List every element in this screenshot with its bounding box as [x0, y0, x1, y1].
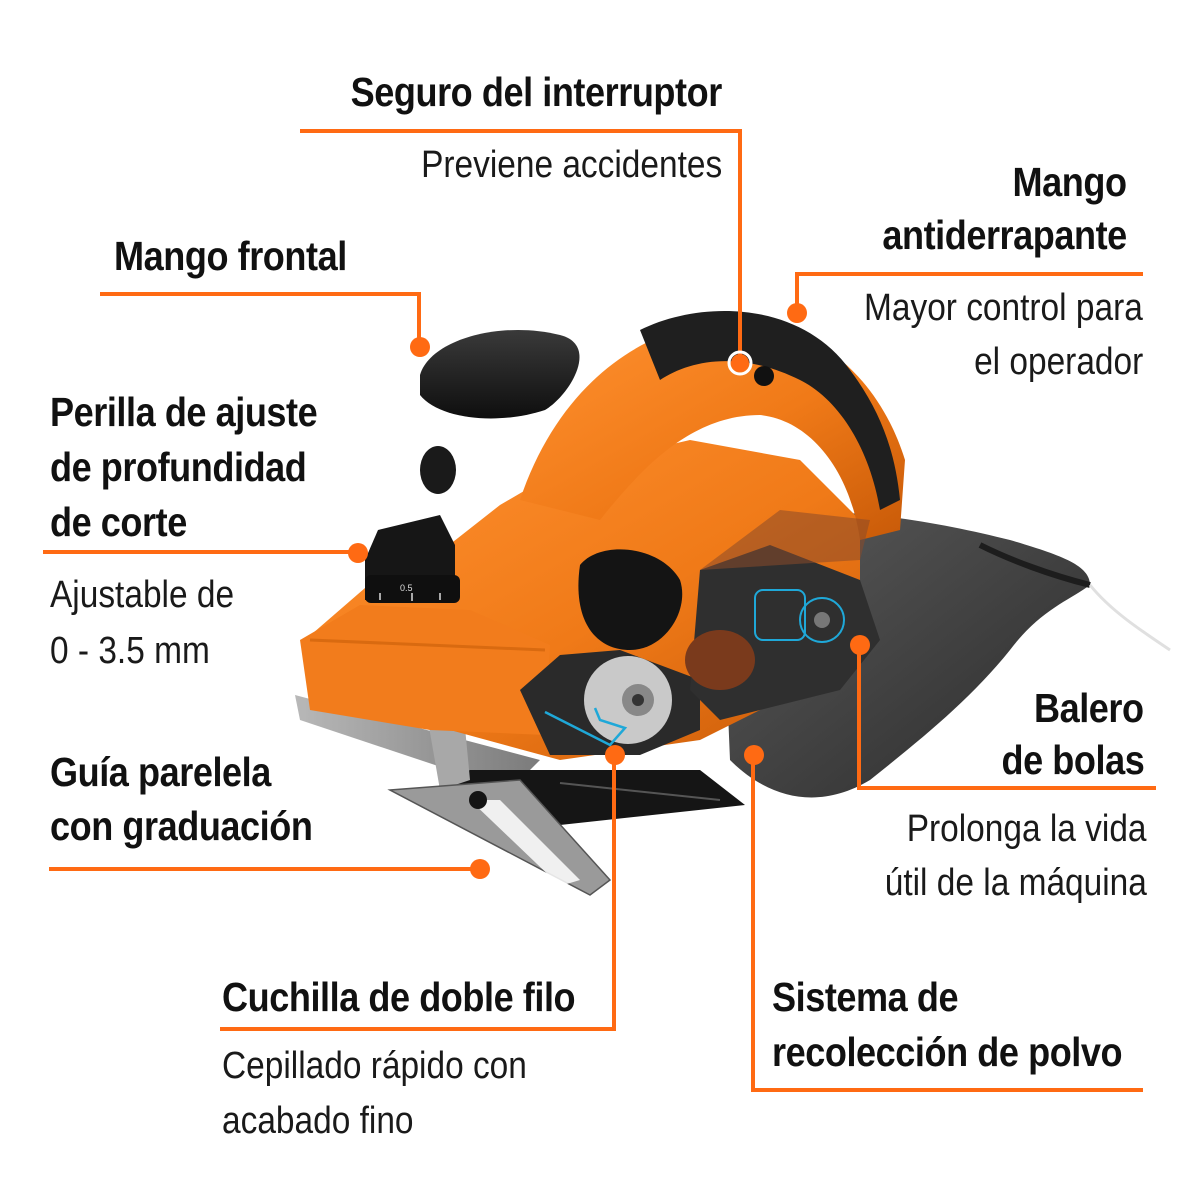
- callout-title-balero-line1: Balero: [1034, 685, 1144, 731]
- callout-title-mango-frontal: Mango frontal: [114, 233, 347, 279]
- leader-balero: [857, 645, 1156, 790]
- dot-guia: [470, 859, 490, 879]
- front-handle-knob-shape: [420, 329, 580, 419]
- leader-seguro: [300, 129, 742, 361]
- callout-desc-balero-line1: Prolonga la vida: [907, 808, 1147, 850]
- leader-mango-antiderrapante: [795, 272, 1143, 313]
- dial-marking-label: 0.5: [400, 583, 413, 593]
- dot-perilla: [348, 543, 368, 563]
- leader-recoleccion: [751, 756, 1143, 1092]
- motor-cutaway-shape: [685, 510, 880, 720]
- callout-desc-cuchilla-line1: Cepillado rápido con: [222, 1045, 527, 1087]
- callout-title-mango-antiderrapante-line1: Mango: [1012, 159, 1127, 205]
- leader-mango-frontal: [100, 292, 421, 348]
- dot-recoleccion: [744, 745, 764, 765]
- callout-desc-seguro-interruptor: Previene accidentes: [420, 144, 722, 186]
- callout-title-recoleccion-line1: Sistema de: [772, 974, 959, 1020]
- callout-desc-perilla-line1: Ajustable de: [50, 574, 235, 616]
- callout-title-perilla-line1: Perilla de ajuste: [50, 389, 318, 435]
- callout-desc-balero-line2: útil de la máquina: [884, 862, 1147, 904]
- callout-desc-mango-antiderrapante-line1: Mayor control para: [864, 287, 1143, 329]
- callout-title-balero-line2: de bolas: [1001, 737, 1144, 783]
- dot-balero: [850, 635, 870, 655]
- callout-title-guia-line2: con graduación: [50, 803, 313, 849]
- side-cap-shape: [420, 446, 683, 650]
- parallel-guide-shape: [387, 672, 612, 896]
- callout-title-guia-line1: Guía parelela: [50, 749, 271, 795]
- rear-handle-shape: [520, 310, 905, 540]
- callout-title-cuchilla: Cuchilla de doble filo: [222, 974, 576, 1020]
- callout-title-perilla-line2: de profundidad: [50, 444, 307, 490]
- callout-desc-cuchilla-line2: acabado fino: [222, 1100, 414, 1142]
- callout-title-seguro-interruptor: Seguro del interruptor: [350, 69, 723, 115]
- dot-seguro: [727, 350, 753, 376]
- dot-seguro-fill: [731, 354, 749, 372]
- callout-desc-mango-antiderrapante-line2: el operador: [973, 341, 1143, 383]
- dot-mango-antiderrapante: [787, 303, 807, 323]
- callout-desc-perilla-line2: 0 - 3.5 mm: [50, 630, 210, 672]
- depth-adjust-knob-shape: 0.5: [365, 515, 460, 603]
- callout-title-perilla-line3: de corte: [50, 499, 187, 545]
- leader-cuchilla: [220, 756, 616, 1031]
- cutter-head-cutaway-shape: [520, 650, 700, 755]
- dot-mango-frontal: [410, 337, 430, 357]
- dot-cuchilla: [605, 745, 625, 765]
- callout-title-mango-antiderrapante-line2: antiderrapante: [882, 212, 1128, 258]
- callout-title-recoleccion-line2: recolección de polvo: [772, 1029, 1123, 1075]
